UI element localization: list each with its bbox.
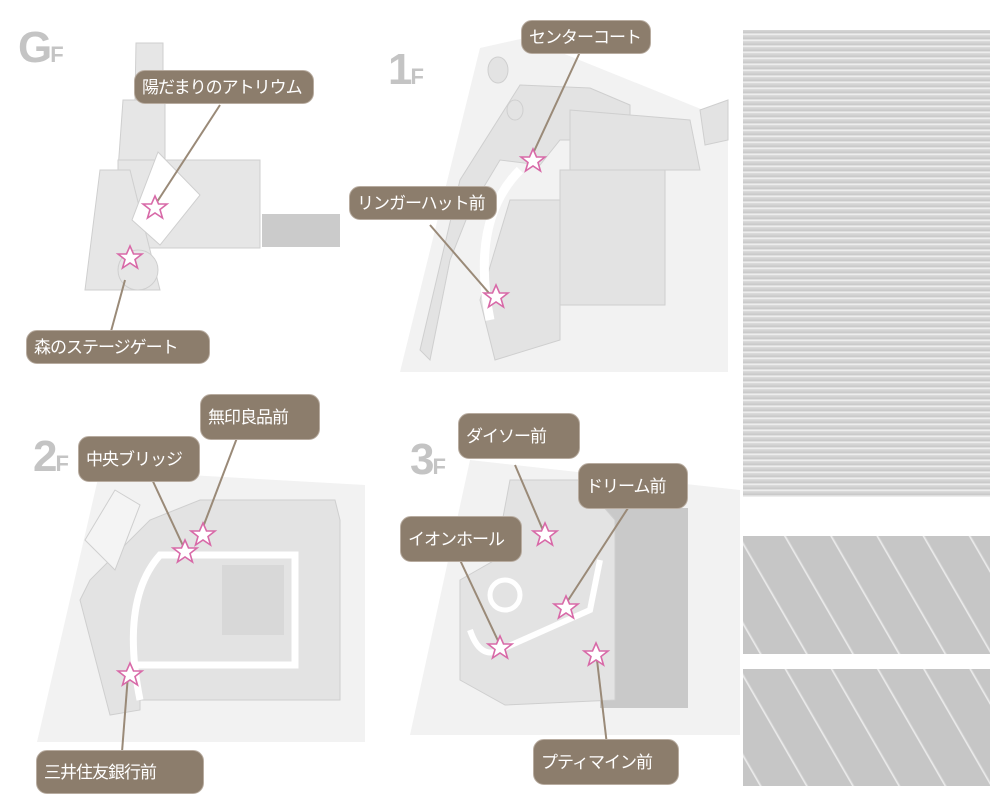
floor-heading-2f: 2F bbox=[33, 435, 69, 479]
floor-suffix: F bbox=[432, 454, 446, 479]
star-icon[interactable] bbox=[483, 284, 509, 308]
leader-line bbox=[529, 51, 581, 161]
spot-label-daiso[interactable]: ダイソー前 bbox=[458, 413, 580, 459]
star-icon[interactable] bbox=[117, 662, 143, 686]
leader-line bbox=[199, 429, 241, 536]
floor-suffix: F bbox=[50, 42, 64, 67]
spot-label-petit-main[interactable]: プティマイン前 bbox=[533, 739, 679, 785]
photo-panel-1 bbox=[743, 30, 990, 497]
star-icon[interactable] bbox=[583, 642, 609, 666]
map-shape-gf bbox=[84, 42, 261, 291]
spot-label-muji[interactable]: 無印良品前 bbox=[200, 394, 320, 440]
leader-line bbox=[514, 464, 546, 536]
floor-number: G bbox=[18, 23, 52, 72]
floor-heading-3f: 3F bbox=[410, 438, 446, 482]
spot-label-smbc[interactable]: 三井住友銀行前 bbox=[36, 750, 204, 794]
atrium-gf bbox=[131, 151, 201, 246]
star-icon[interactable] bbox=[172, 539, 198, 563]
floor-number: 3 bbox=[410, 435, 435, 484]
spot-label-chuo-bridge[interactable]: 中央ブリッジ bbox=[78, 436, 200, 482]
spot-label-mori-stage-gate[interactable]: 森のステージゲート bbox=[26, 330, 210, 364]
star-icon[interactable] bbox=[520, 148, 546, 172]
floor-suffix: F bbox=[55, 451, 69, 476]
spot-label-hidamari-atrium[interactable]: 陽だまりのアトリウム bbox=[134, 70, 314, 104]
photo-panel-3 bbox=[743, 669, 990, 786]
star-icon[interactable] bbox=[532, 522, 558, 546]
map-block-gf bbox=[262, 214, 340, 247]
photo-panel-2 bbox=[743, 536, 990, 654]
star-icon[interactable] bbox=[117, 245, 143, 269]
leader-line bbox=[564, 504, 631, 606]
leader-line bbox=[429, 224, 496, 301]
leader-line bbox=[149, 474, 186, 551]
star-icon[interactable] bbox=[487, 635, 513, 659]
floor-suffix: F bbox=[410, 64, 424, 89]
star-icon[interactable] bbox=[553, 595, 579, 619]
leader-line bbox=[596, 659, 608, 746]
star-icon[interactable] bbox=[142, 195, 168, 219]
spot-label-dream[interactable]: ドリーム前 bbox=[578, 463, 688, 509]
floor-heading-1f: 1F bbox=[388, 48, 424, 92]
spot-label-center-court[interactable]: センターコート bbox=[521, 20, 651, 54]
floor-number: 1 bbox=[388, 45, 413, 94]
floor-number: 2 bbox=[33, 432, 58, 481]
spot-label-aeon-hall[interactable]: イオンホール bbox=[400, 516, 522, 562]
star-icon[interactable] bbox=[190, 522, 216, 546]
leader-line bbox=[109, 279, 126, 336]
leader-line bbox=[154, 104, 221, 206]
leader-line bbox=[121, 674, 129, 753]
spot-label-ringer-hut[interactable]: リンガーハット前 bbox=[349, 186, 497, 220]
leader-line bbox=[459, 559, 501, 646]
floor-heading-gf: GF bbox=[18, 26, 64, 70]
